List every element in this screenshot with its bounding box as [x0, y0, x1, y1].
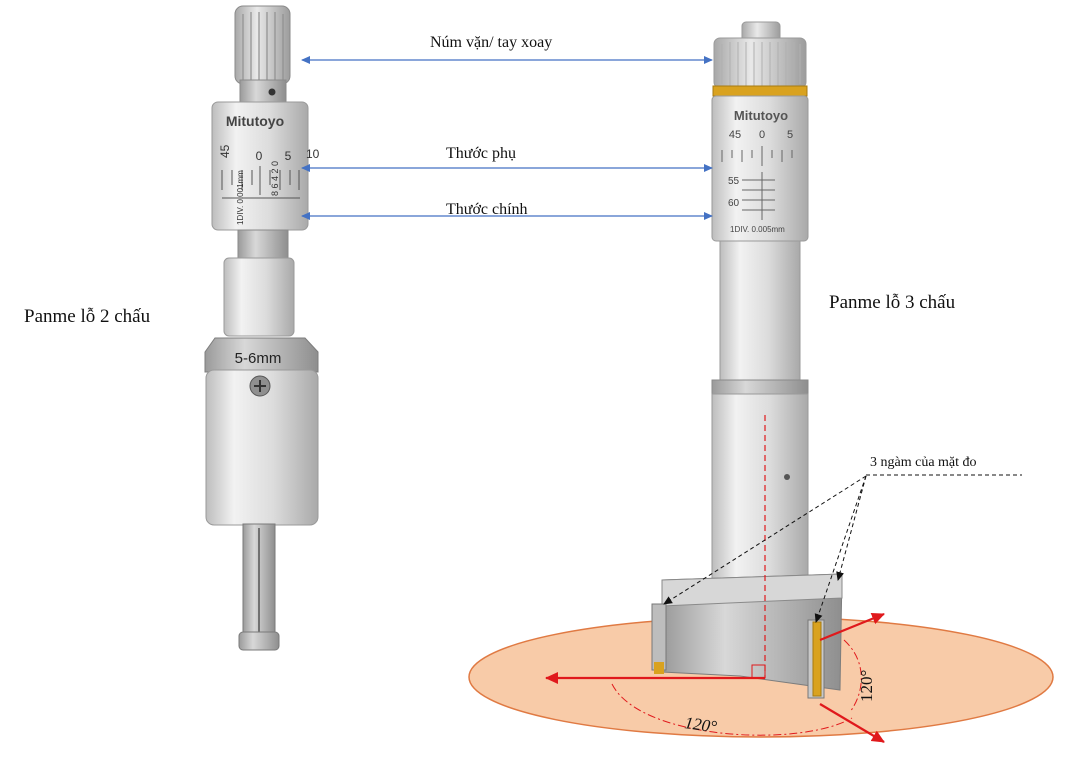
- svg-text:0: 0: [256, 149, 263, 163]
- angle-label-right: 120°: [857, 670, 876, 702]
- left-vernier-digits: 8 6 4 2 0: [270, 161, 280, 196]
- label-jaws: 3 ngàm của mặt đo: [870, 455, 977, 470]
- jaws-pointer-1: [663, 475, 867, 605]
- left-range-plate: [204, 337, 319, 373]
- gold-band: [712, 85, 808, 97]
- label-left-tool: Panme lỗ 2 chấu: [24, 306, 151, 327]
- right-ratchet-knob: [713, 37, 807, 89]
- svg-text:45: 45: [729, 129, 741, 141]
- left-brand-logo: Mitutoyo: [226, 113, 284, 129]
- label-knob: Núm vặn/ tay xoay: [430, 34, 553, 51]
- right-micrometer: Mitutoyo 45 0 5 55 60 1DIV. 0.005mm: [651, 21, 843, 699]
- jaws-pointer-2: [836, 475, 867, 581]
- jaw-left: [651, 603, 667, 671]
- right-thimble-ticks: [721, 146, 793, 220]
- jaws-pointer-3: [814, 475, 867, 623]
- svg-text:10: 10: [306, 147, 320, 161]
- right-thimble-scale: 45 0 5: [729, 129, 793, 141]
- force-arrow-upright: [819, 612, 885, 642]
- svg-text:60: 60: [728, 198, 740, 209]
- angle-arc-right: [843, 639, 862, 713]
- svg-text:45: 45: [218, 144, 232, 158]
- label-sub-scale: Thước phụ: [446, 145, 517, 162]
- label-main-scale: Thước chính: [446, 201, 528, 218]
- right-knob-knurl: [721, 42, 801, 86]
- left-thimble-ticks: [221, 166, 300, 199]
- right-body: [719, 240, 801, 392]
- right-division-label: 1DIV. 0.005mm: [730, 225, 785, 234]
- angle-label-bottom: 120°: [683, 713, 718, 736]
- right-brand-logo: Mitutoyo: [734, 108, 788, 123]
- left-range-label: 5-6mm: [235, 350, 282, 367]
- force-arrow-downright: [819, 703, 885, 743]
- svg-text:5: 5: [285, 149, 292, 163]
- angle-arc-bottom: [611, 683, 853, 736]
- left-micrometer: Mitutoyo 45 0 5 10 8 6 4 2 0 1DIV. 0.001…: [204, 5, 320, 651]
- svg-text:5: 5: [787, 129, 793, 141]
- right-extension: [711, 393, 809, 580]
- left-knob-knurl: [242, 12, 284, 82]
- label-right-tool: Panme lỗ 3 chấu: [829, 292, 956, 313]
- svg-text:55: 55: [728, 176, 740, 187]
- svg-text:0: 0: [759, 129, 765, 141]
- right-sleeve-scale: 55 60: [728, 176, 740, 209]
- left-division-label: 1DIV. 0.001mm: [236, 170, 245, 225]
- left-sleeve: [223, 257, 295, 337]
- left-thimble-scale: 45 0 5 10: [218, 144, 320, 163]
